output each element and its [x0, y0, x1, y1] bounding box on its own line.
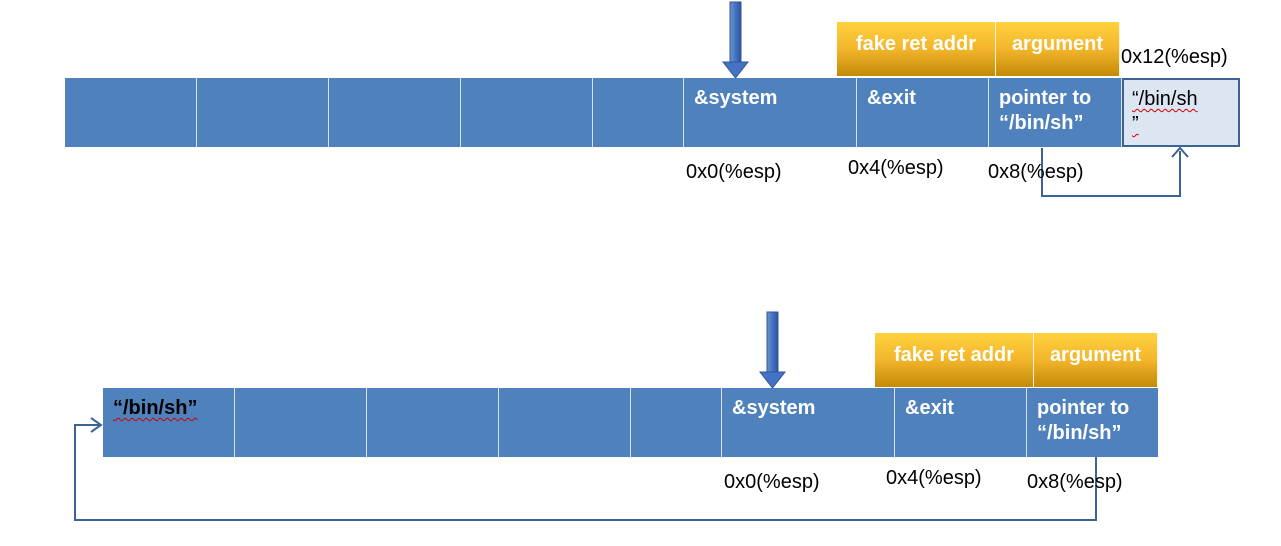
- top-addr-0x4: 0x4(%esp): [848, 157, 944, 179]
- top-pointer-connector: [1041, 146, 1189, 197]
- bottom-pointer-connector: [74, 417, 1097, 521]
- bottom-addr-0x0: 0x0(%esp): [724, 471, 820, 493]
- top-binsh-pointer-slot: pointer to “/bin/sh”: [989, 78, 1122, 147]
- top-stack-slot: [593, 78, 684, 147]
- bottom-addr-0x8: 0x8(%esp): [1027, 471, 1123, 493]
- bottom-binsh-string-slot: “/bin/sh”: [103, 388, 235, 457]
- bottom-binsh-pointer-slot: pointer to “/bin/sh”: [1027, 388, 1158, 457]
- top-addr-0x12: 0x12(%esp): [1121, 46, 1228, 68]
- bottom-stack-slot: [367, 388, 499, 457]
- bottom-stack-slot: [235, 388, 367, 457]
- top-addr-0x8: 0x8(%esp): [988, 161, 1084, 183]
- top-stack-slot: [461, 78, 593, 147]
- top-stack-slot: [197, 78, 329, 147]
- top-stack-slot: [329, 78, 461, 147]
- bottom-addr-0x4: 0x4(%esp): [886, 467, 982, 489]
- top-binsh-string-slot: “/bin/sh ”: [1122, 78, 1240, 147]
- top-esp-down-arrow-icon: [721, 1, 750, 79]
- top-addr-0x0: 0x0(%esp): [686, 161, 782, 183]
- top-system-address-slot: &system: [684, 78, 857, 147]
- bottom-stack-slot: [499, 388, 631, 457]
- top-exit-address-slot: &exit: [857, 78, 989, 147]
- bottom-exit-address-slot: &exit: [895, 388, 1027, 457]
- top-stack-slot: [65, 78, 197, 147]
- top-argument-label: argument: [996, 22, 1120, 76]
- bottom-argument-label: argument: [1034, 333, 1158, 387]
- bottom-stack-slot: [631, 388, 722, 457]
- top-fake-ret-addr-label: fake ret addr: [837, 22, 996, 76]
- bottom-esp-down-arrow-icon: [758, 311, 787, 389]
- bottom-system-address-slot: &system: [722, 388, 895, 457]
- bottom-fake-ret-addr-label: fake ret addr: [875, 333, 1034, 387]
